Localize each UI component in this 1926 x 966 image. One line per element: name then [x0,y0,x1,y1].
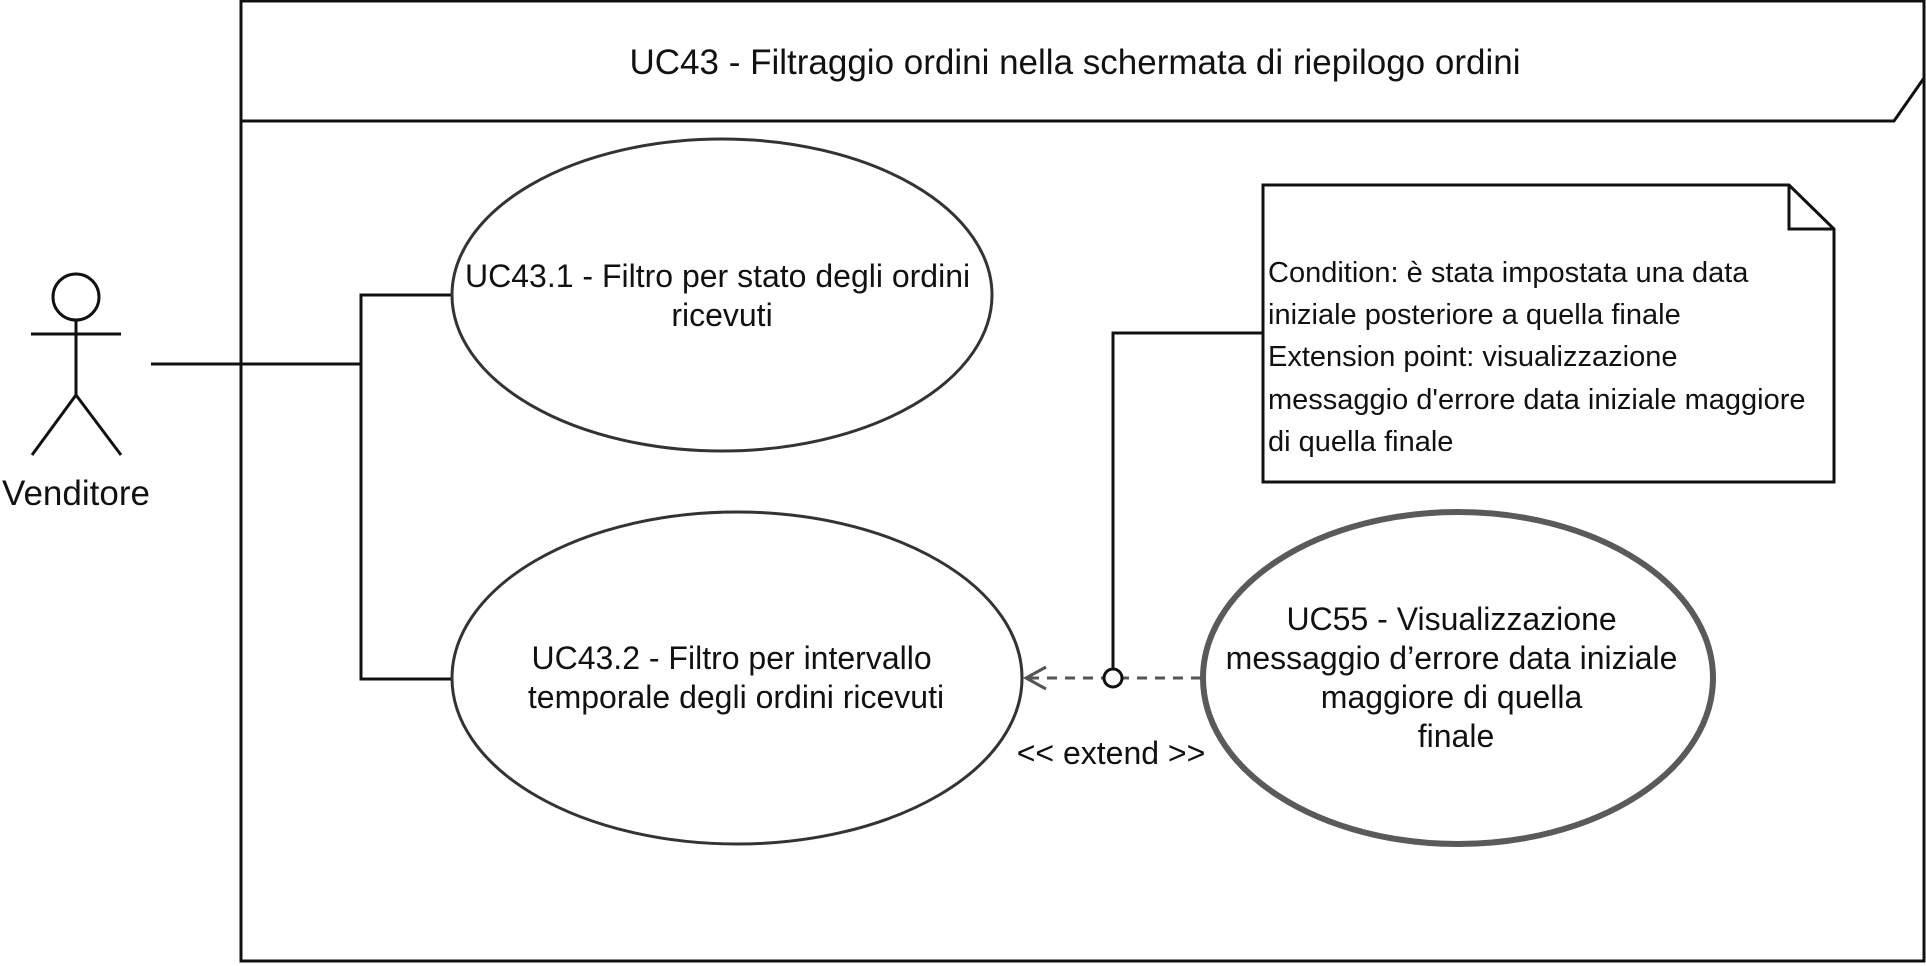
condition-note[interactable]: Condition: è stata impostata una data in… [1261,183,1836,484]
system-frame: UC43 - Filtraggio ordini nella schermata… [239,0,1926,963]
frame-title-tab [241,77,1926,123]
use-case-uc43-1-label: UC43.1 - Filtro per stato degli ordini r… [465,258,979,333]
extend-relationship: << extend >> [1017,331,1263,771]
use-case-uc43-2[interactable]: UC43.2 - Filtro per intervallo temporale… [450,510,1024,846]
use-case-uc43-1[interactable]: UC43.1 - Filtro per stato degli ordini r… [450,137,994,453]
note-shape [1261,183,1836,484]
use-case-uc43-2-label: UC43.2 - Filtro per intervallo temporale… [528,640,944,715]
actor-associations [151,293,452,681]
association-line-uc43-2 [359,364,452,681]
use-case-uc55-label: UC55 - Visualizzazione messaggio d’error… [1226,601,1687,754]
note-text: Condition: è stata impostata una data in… [1268,257,1814,458]
association-line-uc43-1 [151,293,452,366]
use-case-uc55[interactable]: UC55 - Visualizzazione messaggio d’error… [1200,509,1716,847]
frame-border [239,0,1926,963]
extend-label: << extend >> [1017,735,1206,771]
note-fold-icon [1787,185,1834,231]
frame-title: UC43 - Filtraggio ordini nella schermata… [630,43,1521,82]
extend-arrowhead-icon [1022,665,1047,691]
use-case-uc55-ellipse [1200,509,1716,847]
use-case-uc43-2-ellipse [450,510,1024,846]
use-case-uc43-1-ellipse [450,137,994,453]
stick-figure-icon [30,272,123,456]
note-anchor-circle-icon [1102,667,1124,689]
actor-label: Venditore [2,474,150,513]
actor-venditore[interactable]: Venditore [2,272,150,513]
note-anchor-line [1111,331,1263,669]
